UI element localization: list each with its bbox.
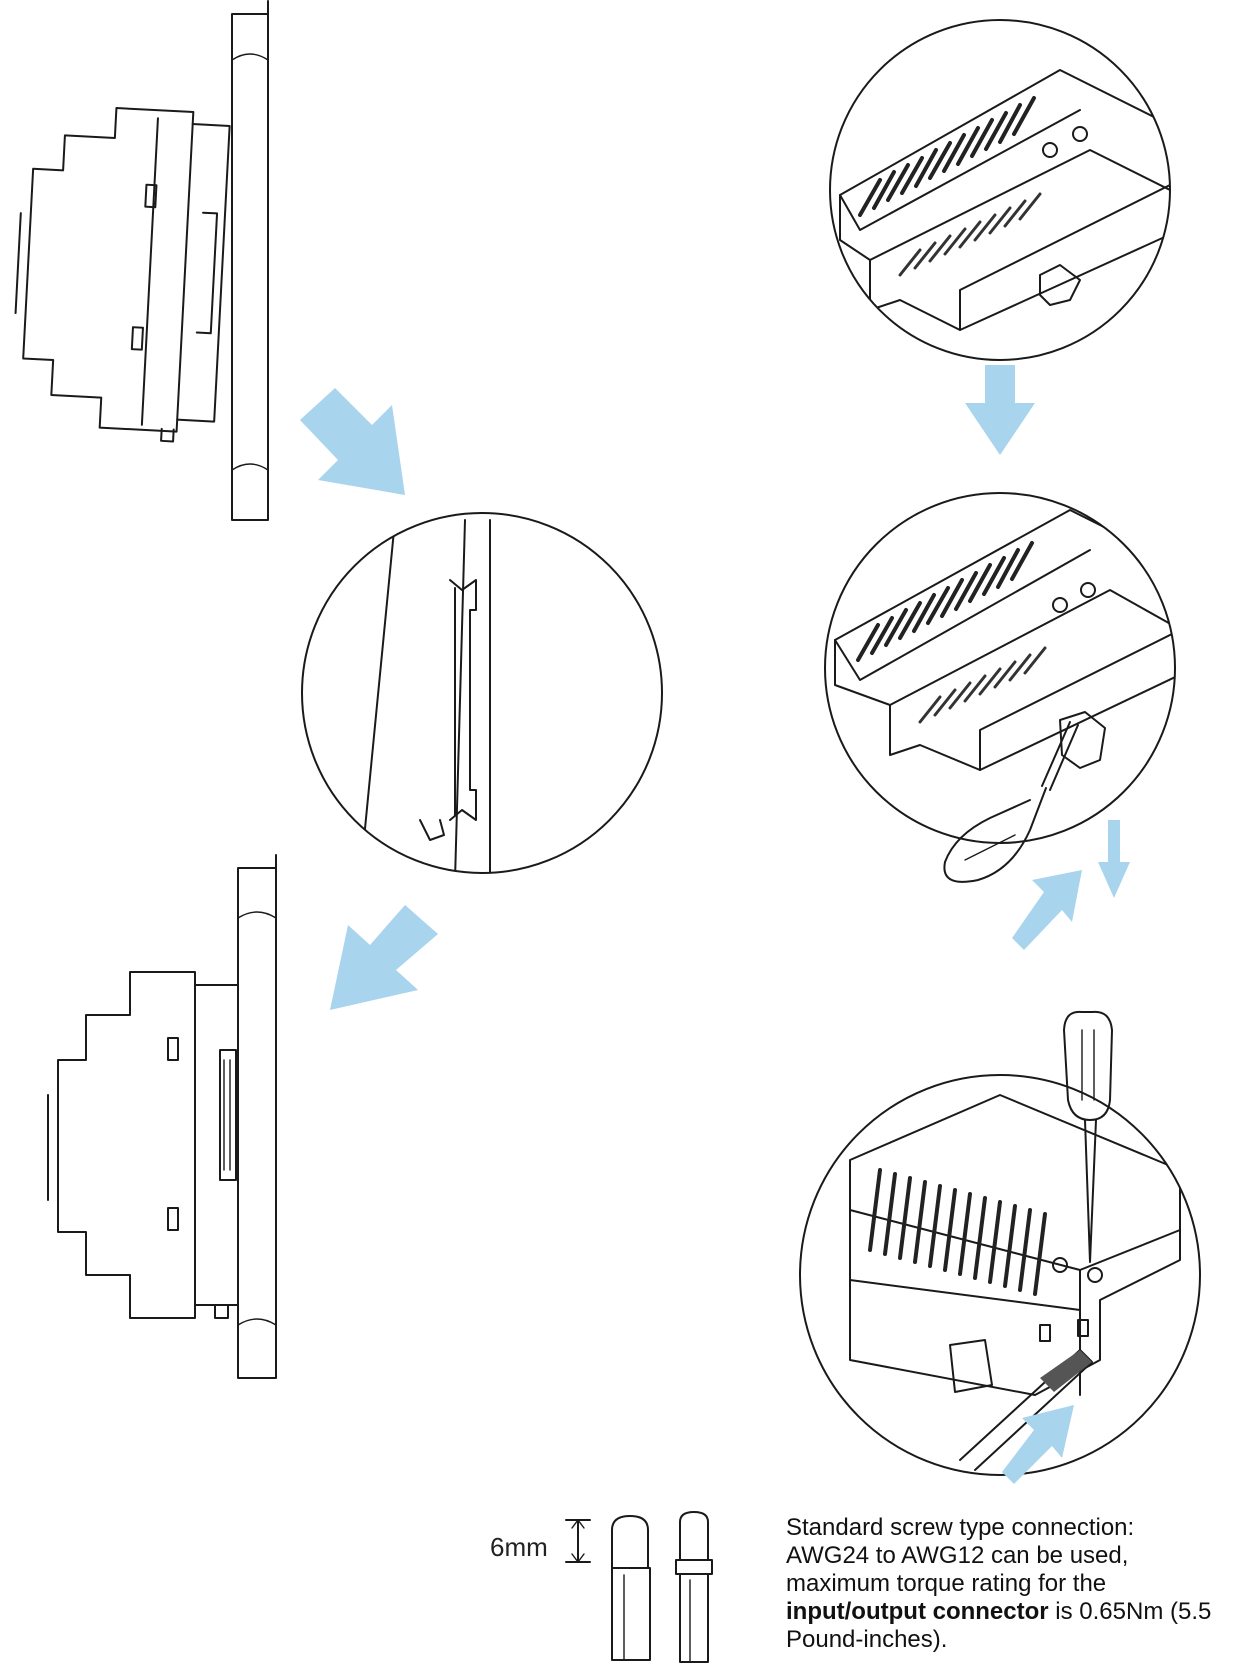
note-line-2: AWG24 to AWG12 can be used, <box>786 1542 1129 1569</box>
step-a-underside <box>829 19 1171 361</box>
note-line-1: Standard screw type connection: <box>786 1514 1135 1541</box>
strip-length-label: 6mm <box>490 1532 548 1562</box>
arrow-down <box>965 365 1035 455</box>
connection-note: Standard screw type connection: AWG24 to… <box>786 1514 1246 1654</box>
step2-clip-detail <box>301 512 663 874</box>
note-torque: is 0.65Nm (5.5 <box>1048 1598 1212 1625</box>
step1-module-tilted <box>14 0 269 521</box>
arrow-push-down <box>1098 820 1130 898</box>
note-bold-connector: input/output connector <box>786 1598 1049 1625</box>
step-c-wire-terminal <box>799 1010 1201 1476</box>
note-line-4: input/output connector is 0.65Nm (5.5 <box>786 1598 1246 1626</box>
note-line-3: maximum torque rating for the <box>786 1570 1107 1597</box>
wire-strip-diagram <box>565 1511 713 1663</box>
note-line-5: Pound-inches). <box>786 1626 948 1653</box>
arrow-down-right <box>300 388 405 495</box>
arrow-push-up <box>1012 870 1082 950</box>
arrow-insert-wire <box>1002 1405 1074 1484</box>
step-b-release-clip <box>824 492 1176 883</box>
step3-module-mounted <box>47 854 277 1379</box>
arrow-down-left <box>330 905 438 1010</box>
